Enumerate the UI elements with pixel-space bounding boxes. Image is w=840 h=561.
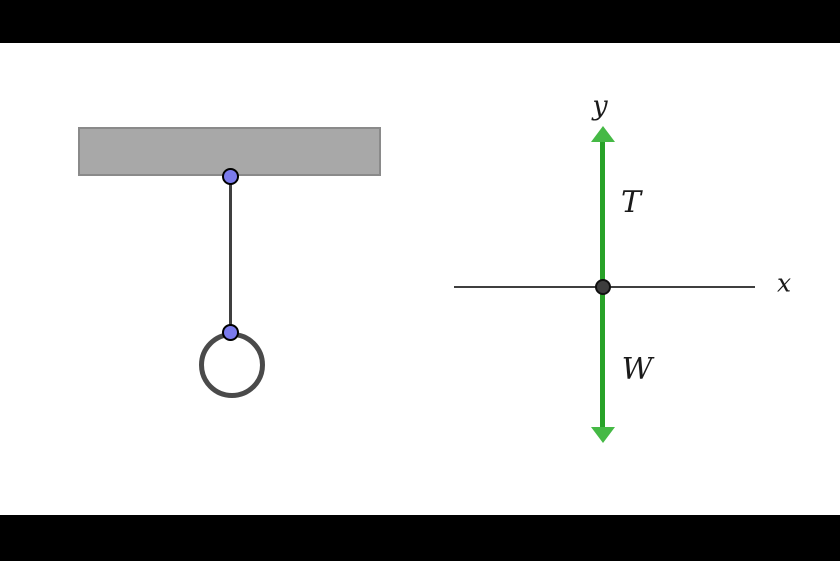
anchor-point <box>222 168 239 185</box>
weight-label: W <box>621 352 653 387</box>
string <box>229 176 232 334</box>
ring-mass <box>199 332 265 398</box>
weight-down-arrowhead-icon <box>591 427 615 443</box>
origin-point <box>595 279 611 295</box>
letterbox-top-bar <box>0 0 840 43</box>
letterbox-bottom-bar <box>0 515 840 561</box>
x-axis-label: x <box>776 268 792 298</box>
mass-attachment-point <box>222 324 239 341</box>
tension-label: T <box>620 185 642 220</box>
tension-up-arrowhead-icon <box>591 126 615 142</box>
y-axis-label: y <box>592 90 608 122</box>
